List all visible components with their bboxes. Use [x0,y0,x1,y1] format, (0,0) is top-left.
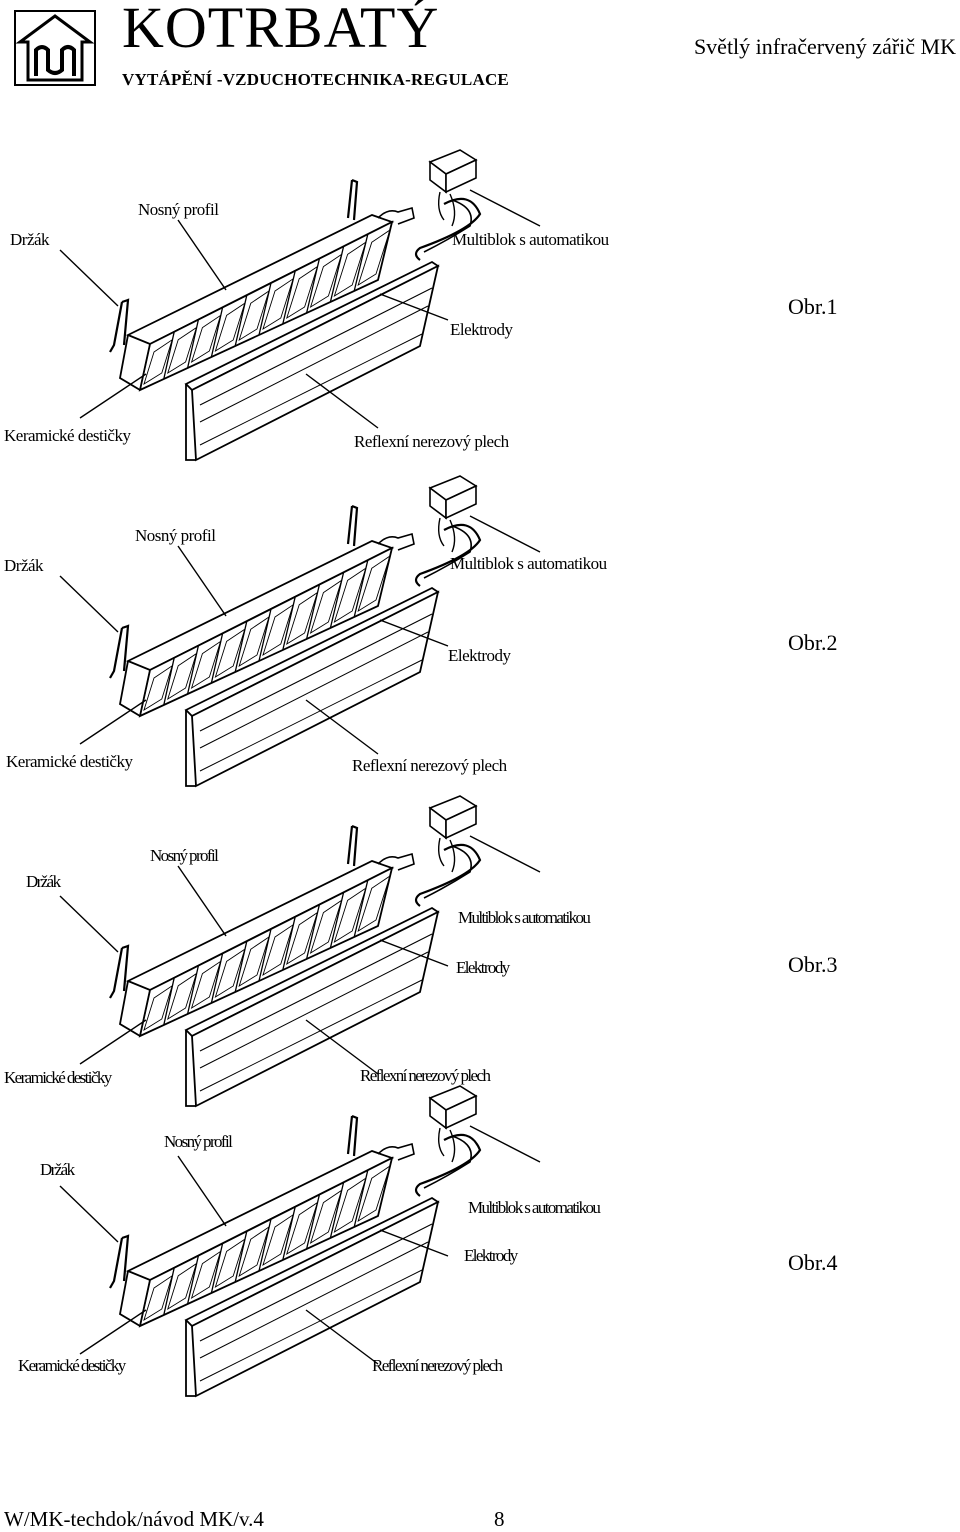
page-number: 8 [494,1507,505,1531]
label-elektrody: Elektrody [448,646,511,665]
label-keramicke-desticky: Keramické destičky [18,1356,126,1375]
label-drzak: Držák [26,872,61,891]
label-nosny-profil: Nosný profil [138,200,219,219]
figure-2: Držák Nosný profil Multiblok s automatik… [0,456,960,796]
label-drzak: Držák [4,556,44,575]
figure-3: Držák Nosný profil Multiblok s automatik… [0,776,960,1116]
brand-tagline: VYTÁPĚNÍ -VZDUCHOTECHNIKA-REGULACE [122,70,509,89]
label-nosny-profil: Nosný profil [164,1132,233,1151]
label-reflexni-plech: Reflexní nerezový plech [354,432,509,451]
heater-exploded-diagram [59,1085,541,1398]
label-drzak: Držák [40,1160,75,1179]
document-title: Světlý infračervený zářič MK [693,34,956,59]
label-reflexni-plech: Reflexní nerezový plech [360,1066,491,1085]
figure-number: Obr.1 [788,294,838,319]
label-drzak: Držák [10,230,50,249]
heater-exploded-diagram [59,475,541,788]
heater-exploded-diagram [59,795,541,1108]
heater-exploded-diagram [59,149,541,462]
label-multiblok: Multiblok s automatikou [468,1198,601,1217]
label-elektrody: Elektrody [464,1246,518,1265]
figure-1: Držák Nosný profil Multiblok s automatik… [0,130,960,470]
figure-number: Obr.2 [788,630,838,655]
label-multiblok: Multiblok s automatikou [452,230,609,249]
figure-number: Obr.3 [788,952,838,977]
figure-4: Držák Nosný profil Multiblok s automatik… [0,1066,960,1416]
label-keramicke-desticky: Keramické destičky [6,752,133,771]
company-logo [14,10,96,86]
label-multiblok: Multiblok s automatikou [458,908,591,927]
label-elektrody: Elektrody [450,320,513,339]
figure-number: Obr.4 [788,1250,838,1275]
footer-document-reference: W/MK-techdok/návod MK/v.4 [4,1507,264,1531]
label-multiblok: Multiblok s automatikou [450,554,607,573]
brand-name: KOTRBATÝ [122,0,440,60]
label-keramicke-desticky: Keramické destičky [4,426,131,445]
label-nosny-profil: Nosný profil [135,526,216,545]
label-keramicke-desticky: Keramické destičky [4,1068,112,1087]
label-reflexni-plech: Reflexní nerezový plech [352,756,507,775]
label-nosny-profil: Nosný profil [150,846,219,865]
label-elektrody: Elektrody [456,958,510,977]
label-reflexni-plech: Reflexní nerezový plech [372,1356,503,1375]
